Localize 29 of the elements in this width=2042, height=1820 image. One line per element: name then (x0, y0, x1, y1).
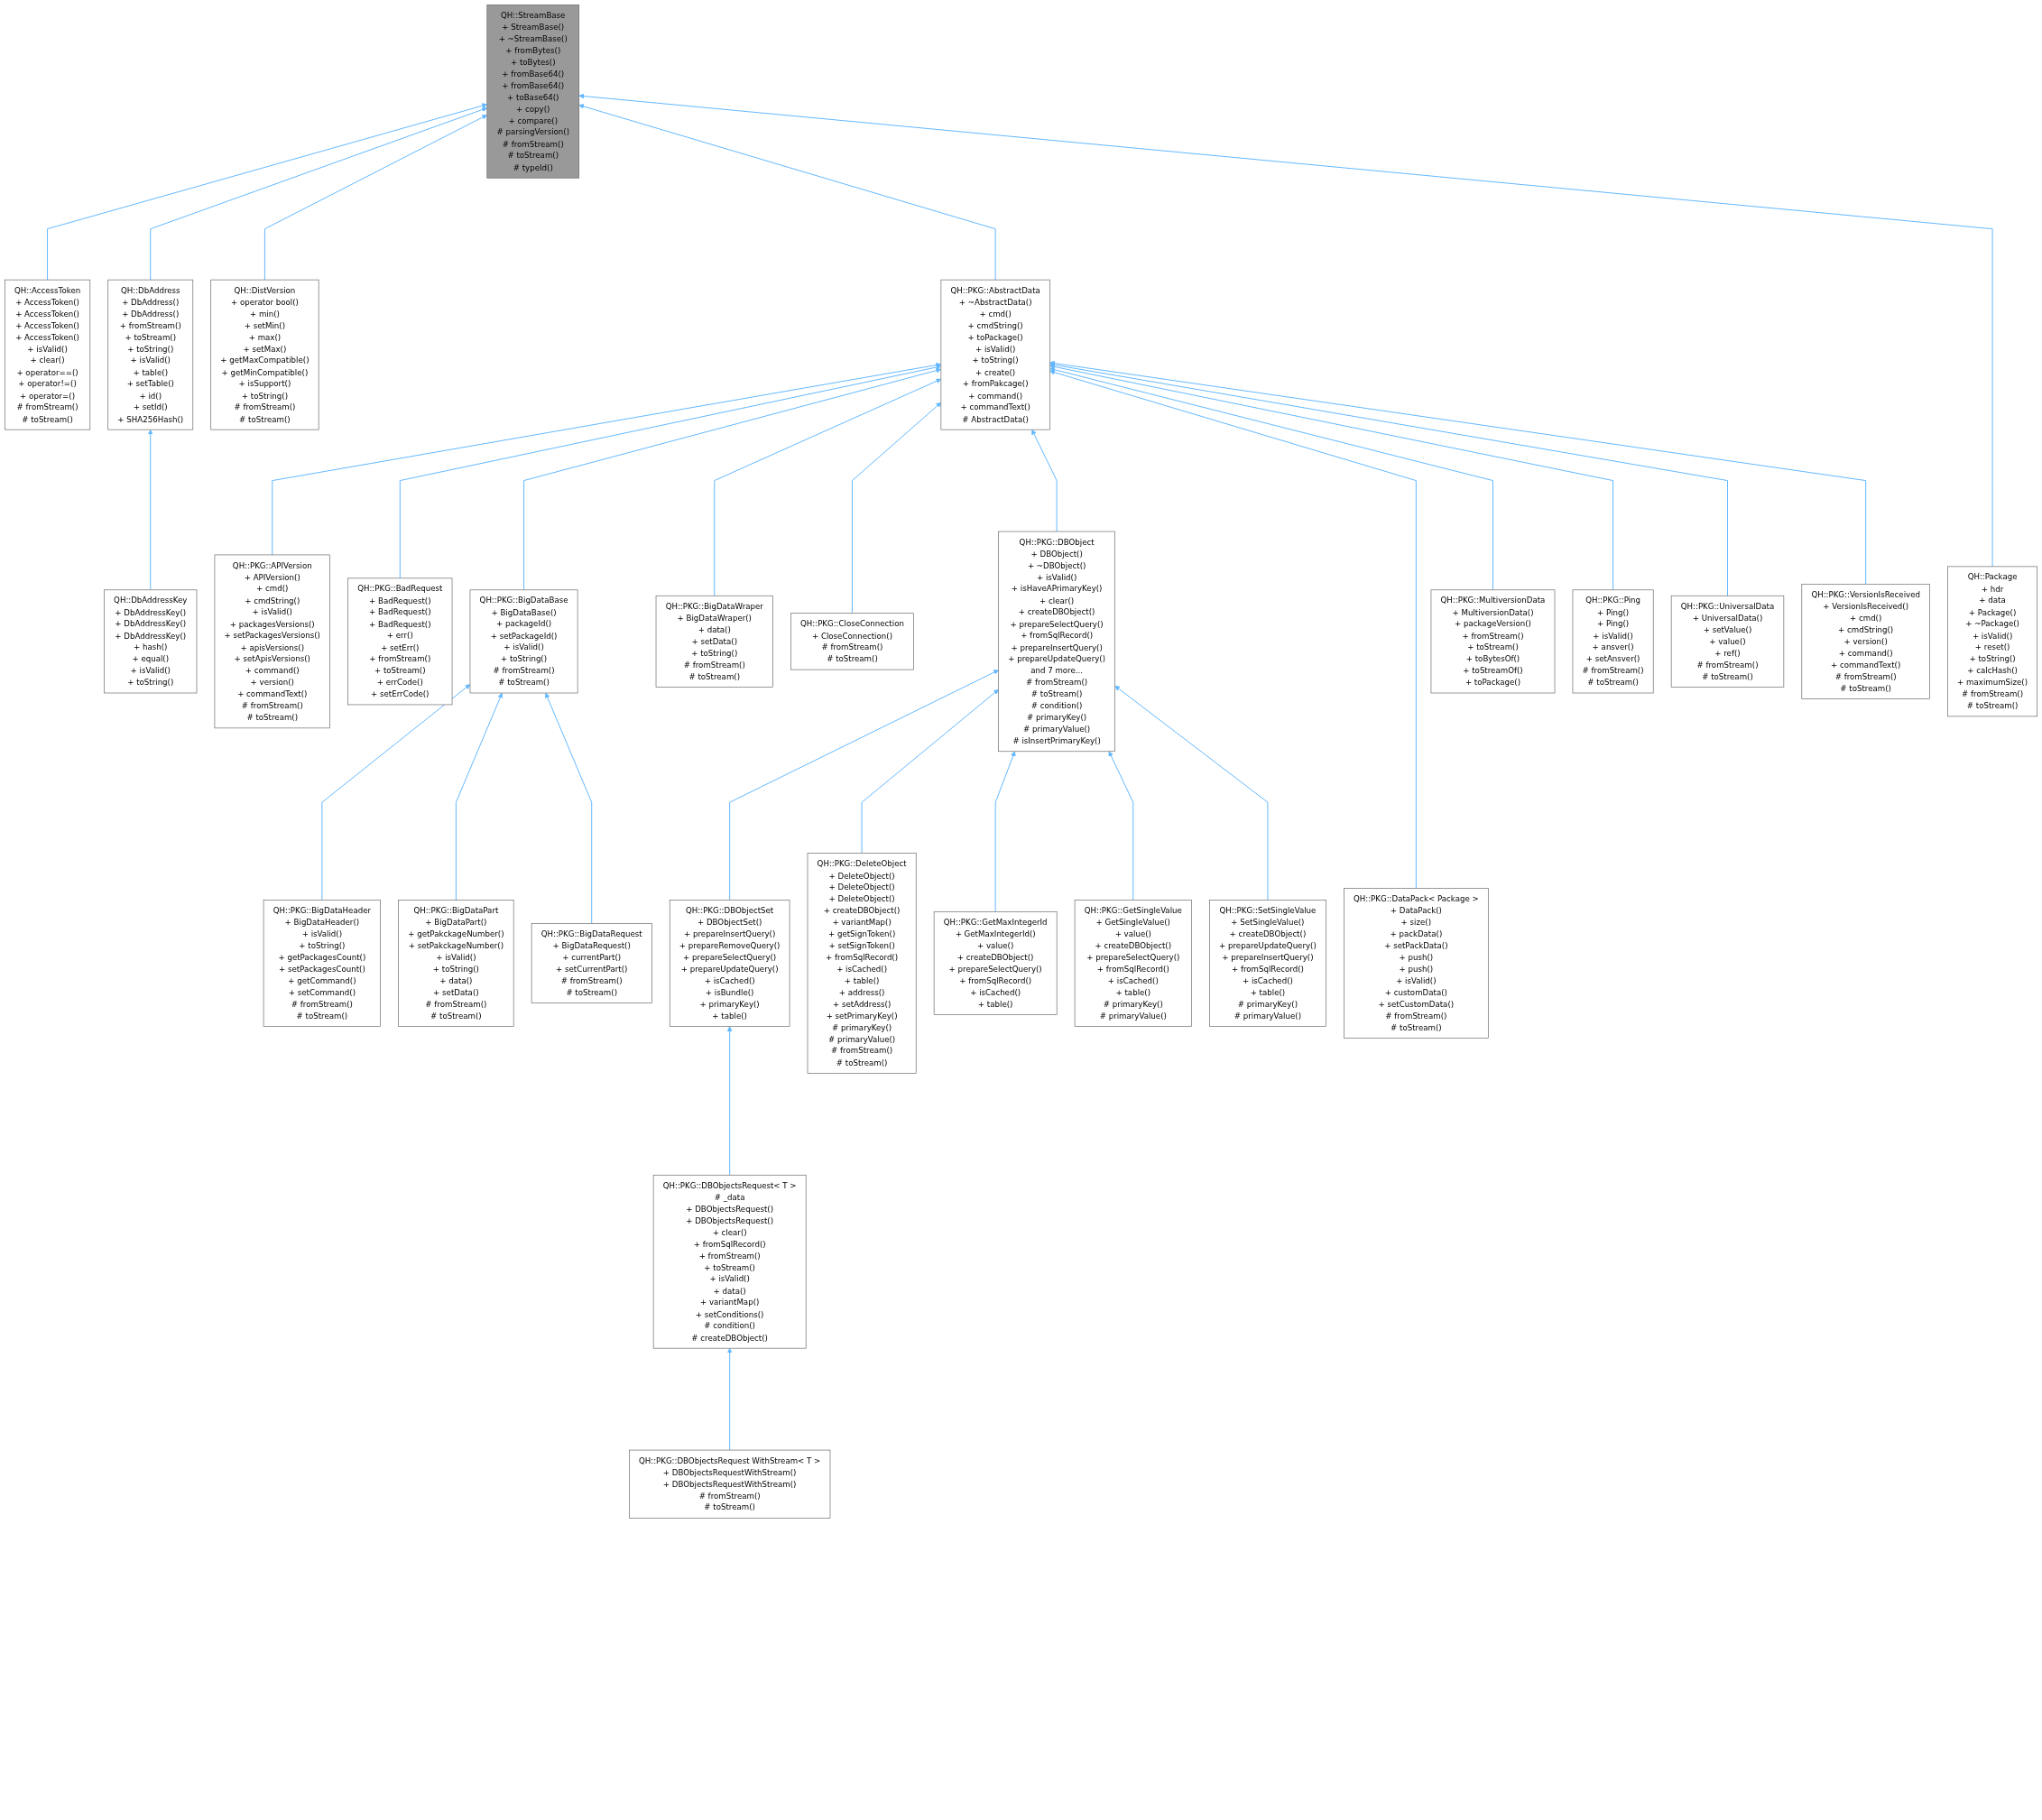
arrow (544, 692, 593, 924)
node-box: QH::PKG::GetSingleValue + GetSingleValue() + value() + createDBObject() + prepareSelectQuery() + fromSqlRecord() + isCached() + table() # primaryKey() # primaryValue() (1074, 900, 1192, 1027)
node-box: QH::PKG::BigDataWraper + BigDataWraper() + data() + setData() + toString() # fromStream() # toStream() (655, 595, 773, 688)
node-box: QH::StreamBase + StreamBase() + ~StreamBase() + fromBytes() + toBytes() + fromBase64() + fromBase64() + toBase64() + copy() + compare() # parsingVersion() # fromStream() # toStream() # typeId() (486, 4, 580, 179)
node-box: QH::PKG::BigDataHeader + BigDataHeader() + isValid() + toString() + getPackagesCount() + setPackagesCount() + getCommand() + setCommand() # fromStream() # toStream() (263, 900, 381, 1027)
node-box: QH::PKG::DataPack< Package > + DataPack() + size() + packData() + setPackData() + push() + push() + isValid() + customData() + setCustomData() # fromStream() # toStream() (1344, 888, 1489, 1039)
node-box: QH::DbAddressKey + DbAddressKey() + DbAddressKey() + DbAddressKey() + hash() + equal() + isValid() + toString() (104, 589, 198, 694)
node-box: QH::PKG::MultiversionData + MultiversionData() + packageVersion() + fromStream() + toStream() + toBytesOf() + toStreamOf() + toPackage() (1430, 589, 1556, 694)
node-box: QH::PKG::DeleteObject + DeleteObject() + DeleteObject() + DeleteObject() + createDBObject() + variantMap() + getSignToken() + setSignToken() + fromSqlRecord() + isCached() + table() + address() + setAddress() + setPrimaryKey() # primaryKey() # primaryValue() # fromStream() # toStream() (807, 853, 917, 1074)
node-box: QH::DbAddress + DbAddress() + DbAddress() + fromStream() + toStream() + toString() + isValid() + table() + setTable() + id() + setId() + SHA256Hash() (107, 279, 194, 430)
node-box: QH::PKG::BigDataPart + BigDataPart() + getPakckageNumber() + setPakckageNumber() + isValid() + toString() + data() + setData() # fromStream() # toStream() (398, 900, 514, 1027)
node-box: QH::PKG::DBObjectsRequest< T > # _data + DBObjectsRequest() + DBObjectsRequest() + clear() + fromSqlRecord() + fromStream() + toStream() + isValid() + data() + variantMap() + setConditions() # condition() # createDBObject() (652, 1174, 807, 1349)
node-box: QH::AccessToken + AccessToken() + AccessToken() + AccessToken() + AccessToken() + isValid() + clear() + operator==() + operator!=() + operator=() # fromStream() # toStream() (5, 279, 91, 430)
node-box: QH::PKG::APIVersion + APIVersion() + cmd() + cmdString() + isValid() + packagesVersions() + setPackagesVersions() + apisVersions() + setApisVersions() + command() + version() + commandText() # fromStream() # toStream() (214, 554, 330, 729)
node-box: QH::PKG::BigDataRequest + BigDataRequest() + currentPart() + setCurrentPart() # fromStream() # toStream() (531, 923, 652, 1003)
node-box: QH::PKG::DBObjectsRequest WithStream< T > + DBObjectsRequestWithStream() + DBObjectsRequestWithStream() # fromStream() # toStream() (629, 1449, 831, 1519)
node-box: QH::PKG::BadRequest + BadRequest() + BadRequest() + BadRequest() + err() + setErr() + fromStream() + toStream() + errCode() + setErrCode() (347, 577, 453, 706)
node-box: QH::PKG::DBObjectSet + DBObjectSet() + prepareInsertQuery() + prepareRemoveQuery() + prepareSelectQuery() + prepareUpdateQuery() + isCached() + isBundle() + primaryKey() + table() (669, 900, 790, 1027)
node-box: QH::DistVersion + operator bool() + min() + setMin() + max() + setMax() + getMaxCompatible() + getMinCompatible() + isSupport() + toString() # fromStream() # toStream() (210, 279, 319, 430)
node-box: QH::PKG::UniversalData + UniversalData() + setValue() + value() + ref() # fromStream() # toStream() (1670, 595, 1785, 688)
node-box: QH::PKG::SetSingleValue + SetSingleValue() + createDBObject() + prepareUpdateQuery() + prepareInsertQuery() + fromSqlRecord() + isCached() + table() # primaryKey() # primaryValue() (1209, 900, 1326, 1027)
node-box: QH::PKG::CloseConnection + CloseConnection() # fromStream() # toStream() (790, 613, 914, 670)
node-box: QH::Package + hdr + data + Package() + ~Package() + isValid() + reset() + toString() + calcHash() + maximumSize() # fromStream() # toStream() (1947, 566, 2037, 717)
node-box: QH::PKG::VersionIsReceived + VersionIsReceived() + cmd() + cmdString() + version() + command() + commandText() # fromStream() # toStream() (1801, 583, 1930, 699)
node-box: QH::PKG::BigDataBase + BigDataBase() + packageId() + setPackageId() + isValid() + toString() # fromStream() # toStream() (469, 589, 578, 694)
node-box: QH::PKG::GetMaxIntegerId + GetMaxIntegerId() + value() + createDBObject() + prepareSelectQuery() + fromSqlRecord() + isCached() + table() (933, 911, 1058, 1015)
node-box: QH::PKG::DBObject + DBObject() + ~DBObject() + isValid() + isHaveAPrimaryKey() + clear() + createDBObject() + prepareSelectQuery() + fromSqlRecord() + prepareInsertQuery() + prepareUpdateQuery() and 7 more... # fromStream() # toStream() # condition() # primaryKey() # primaryValue() # isInsertPrimaryKey() (998, 531, 1115, 753)
node-box: QH::PKG::AbstractData + ~AbstractData() + cmd() + cmdString() + toPackage() + isValid() + toString() + create() + fromPakcage() + command() + commandText() # AbstractData() (940, 279, 1050, 430)
node-box: QH::PKG::Ping + Ping() + Ping() + isValid() + ansver() + setAnsver() # fromStream() # toStream() (1572, 589, 1654, 694)
